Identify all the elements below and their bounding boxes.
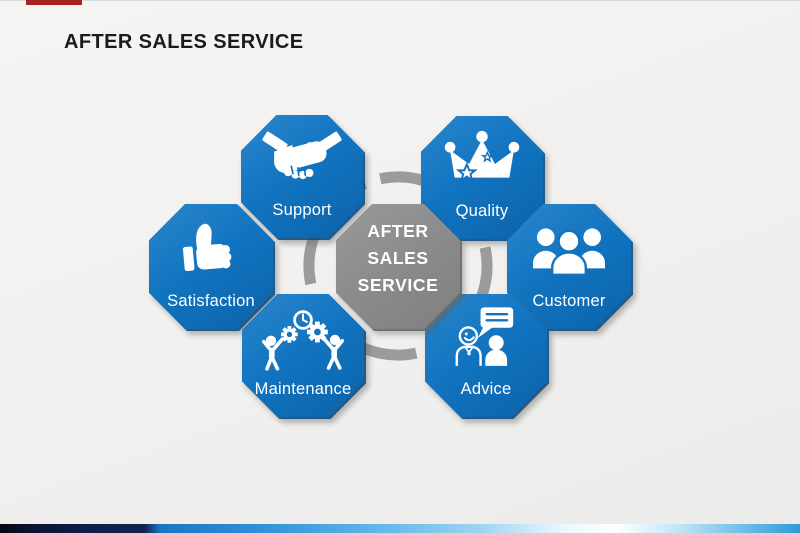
- center-octagon: AFTER SALES SERVICE: [336, 204, 460, 329]
- slide-top-edge: [0, 0, 800, 1]
- node-maintenance: Maintenance: [242, 294, 364, 417]
- node-label: Customer: [532, 292, 606, 310]
- node-label: Advice: [460, 380, 512, 398]
- node-label: Support: [272, 201, 332, 219]
- center-title: AFTER SALES SERVICE: [357, 221, 439, 295]
- bottom-gradient-bar: [0, 524, 800, 533]
- thumbs-up-icon: [182, 223, 232, 272]
- node-customer: Customer: [507, 204, 631, 329]
- maintenance-gears-icon: [262, 310, 344, 371]
- handshake-icon: [262, 131, 342, 180]
- node-quality: Quality: [421, 116, 543, 239]
- node-label: Satisfaction: [167, 292, 255, 310]
- node-label: Quality: [455, 202, 509, 220]
- page-title: AFTER SALES SERVICE: [64, 31, 304, 54]
- red-accent-mark: [26, 0, 82, 5]
- node-label: Maintenance: [254, 380, 352, 398]
- crown-icon: [444, 130, 520, 183]
- node-support: Support: [241, 115, 363, 238]
- advice-chat-icon: [455, 307, 514, 366]
- node-advice: Advice: [425, 294, 547, 417]
- node-satisfaction: Satisfaction: [149, 204, 273, 329]
- customers-icon: [533, 228, 605, 276]
